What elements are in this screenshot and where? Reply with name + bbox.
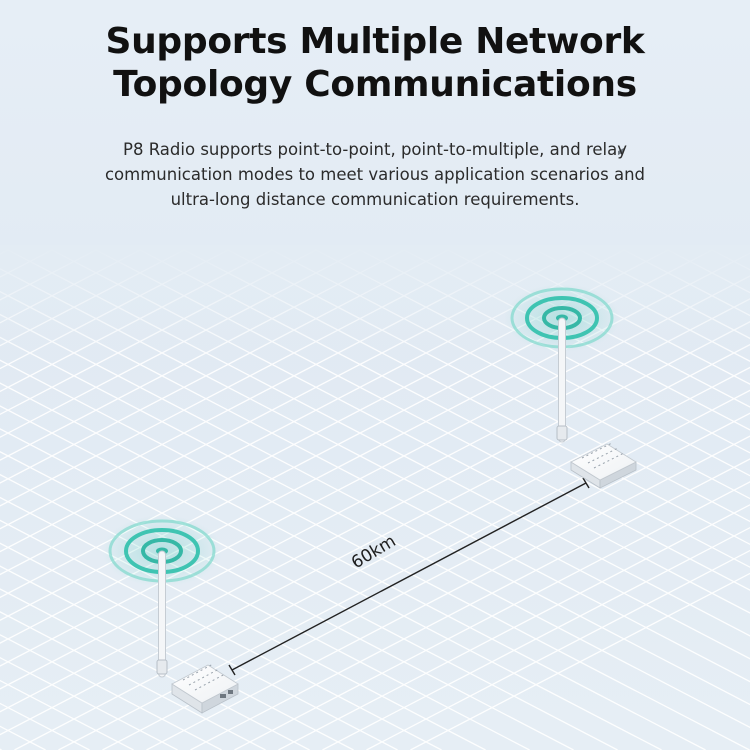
radio-device-left: [102, 515, 239, 714]
grid-line: [0, 405, 662, 750]
grid-line: [58, 389, 750, 750]
grid-line: [0, 656, 178, 750]
grid-line: [410, 572, 750, 750]
grid-line: [0, 634, 222, 750]
page-title-line-2: Topology Communications: [113, 64, 637, 105]
grid-line: [0, 565, 354, 750]
grid-line: [234, 481, 750, 750]
grid-line: [102, 412, 750, 750]
grid-line: [0, 343, 750, 736]
page-title: Supports Multiple Network Topology Commu…: [0, 20, 750, 106]
distance-line-cap-left: [228, 664, 236, 676]
grid-line: [0, 611, 266, 750]
grid-line: [14, 366, 750, 750]
grid-line: [366, 549, 750, 750]
grid-line: [0, 359, 750, 750]
distance-line: [231, 482, 587, 671]
antenna-icon: [556, 317, 568, 443]
page-title-line-1: Supports Multiple Network: [105, 21, 645, 62]
radio-module-icon: [171, 663, 239, 714]
description-text: P8 Radio supports point-to-point, point-…: [104, 140, 645, 209]
grid-line: [322, 526, 750, 750]
grid-line: [0, 382, 706, 750]
radio-device-right: [504, 148, 637, 489]
radio-module-icon: [570, 148, 637, 489]
grid-line: [0, 428, 618, 750]
grid-line: [0, 451, 574, 750]
antenna-icon: [156, 550, 168, 678]
grid-line: [0, 336, 750, 729]
grid-fade: [0, 245, 750, 365]
distance-line-cap-right: [582, 477, 590, 489]
grid-line: [0, 588, 310, 750]
grid-line: [0, 473, 530, 750]
grid-line: [0, 519, 442, 750]
grid-line: [190, 458, 750, 750]
grid-line: [0, 496, 486, 750]
grid-line: [146, 435, 750, 750]
grid-line: [278, 504, 750, 750]
